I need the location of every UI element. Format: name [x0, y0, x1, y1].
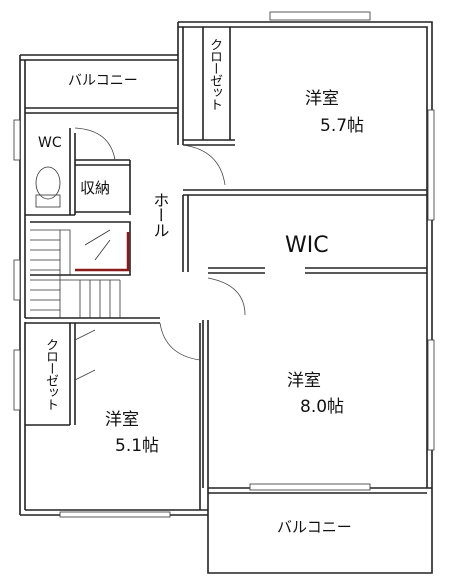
staircase	[30, 229, 130, 318]
room-size-bedroom-b: 8.0帖	[300, 397, 345, 417]
room-label-wic: WIC	[285, 233, 329, 258]
room-size-bedroom-a: 5.7帖	[320, 116, 365, 136]
room-label-wc: WC	[38, 135, 62, 151]
room-label-closet-top: クローゼット	[206, 38, 222, 110]
interior-walls	[25, 27, 427, 510]
room-size-bedroom-c: 5.1帖	[115, 436, 160, 456]
doors	[74, 127, 246, 381]
room-label-hall: ホール	[150, 192, 170, 237]
room-label-balcony-bottom: バルコニー	[277, 518, 352, 536]
windows	[13, 11, 435, 518]
room-label-closet-left: クローゼット	[42, 338, 58, 410]
room-label-bedroom-c: 洋室	[105, 410, 139, 430]
room-label-bedroom-a: 洋室	[305, 89, 339, 109]
toilet-fixture	[35, 166, 61, 208]
room-label-bedroom-b: 洋室	[287, 371, 321, 391]
room-label-balcony-top: バルコニー	[68, 73, 138, 89]
room-label-storage: 収納	[80, 179, 111, 197]
